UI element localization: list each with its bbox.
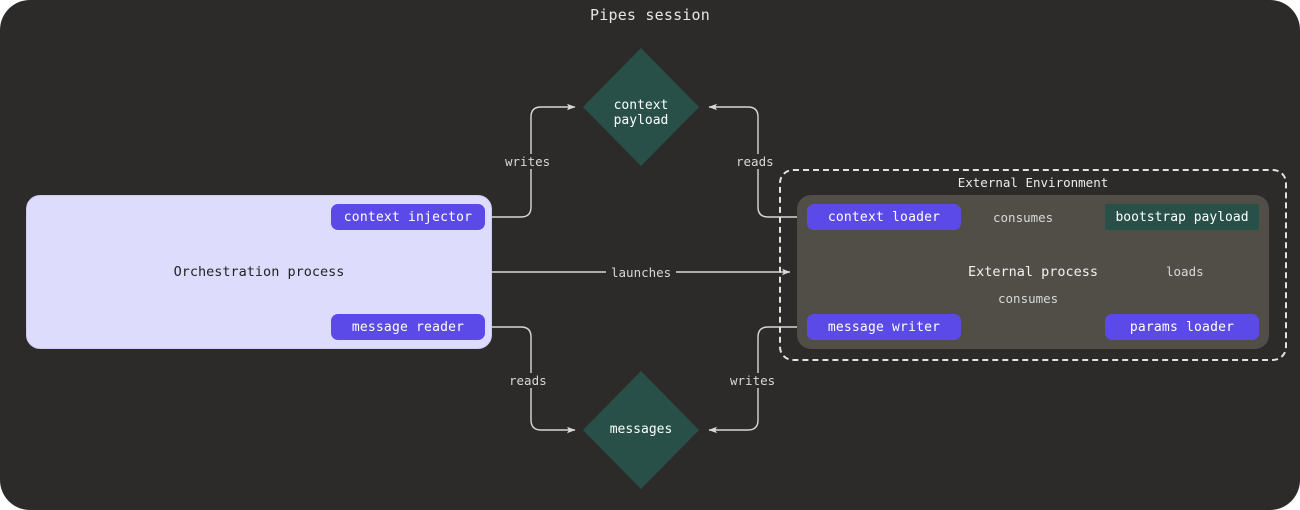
external-environment-label: External Environment <box>957 175 1109 190</box>
node-message-writer[interactable]: message writer <box>807 314 961 340</box>
node-bootstrap-payload[interactable]: bootstrap payload <box>1105 204 1259 230</box>
node-message-reader[interactable]: message reader <box>331 314 485 340</box>
node-context-loader[interactable]: context loader <box>807 204 961 230</box>
edge-label-launches: launches <box>606 265 677 280</box>
edge-label-loads: loads <box>1161 264 1209 279</box>
external-process-label: External process <box>967 264 1099 280</box>
page-title: Pipes session <box>590 6 710 24</box>
edge-label-writes-context: writes <box>500 154 556 169</box>
datastore-context-payload-label: context payload <box>613 98 669 128</box>
messages-diamond <box>583 371 699 489</box>
context-payload-diamond <box>583 48 699 166</box>
orchestration-process-label: Orchestration process <box>173 264 345 280</box>
edge-label-consumes-context: consumes <box>988 210 1059 225</box>
edge-label-consumes-message: consumes <box>993 291 1064 306</box>
external-environment-container <box>779 169 1287 361</box>
edge-label-reads-context: reads <box>731 154 779 169</box>
edge-label-writes-messages: writes <box>725 373 781 388</box>
edge-label-reads-messages: reads <box>504 373 552 388</box>
node-params-loader[interactable]: params loader <box>1105 314 1259 340</box>
datastore-messages-label: messages <box>609 422 673 437</box>
node-context-injector[interactable]: context injector <box>331 204 485 230</box>
